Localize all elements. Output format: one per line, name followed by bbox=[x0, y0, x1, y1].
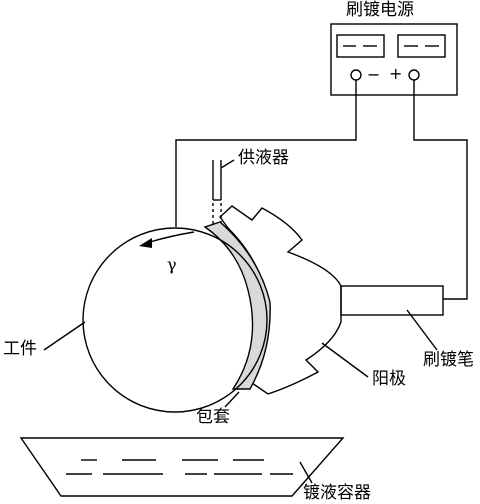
negative-wire bbox=[175, 80, 357, 227]
label-plating-container: 镀液容器 bbox=[303, 483, 371, 503]
positive-terminal bbox=[408, 69, 420, 81]
rotation-symbol: γ bbox=[167, 255, 177, 274]
label-brush-pen: 刷镀笔 bbox=[423, 350, 474, 370]
power-supply-box bbox=[330, 23, 458, 96]
label-liquid-supply: 供液器 bbox=[238, 148, 289, 168]
plating-container bbox=[19, 437, 345, 497]
label-wrap: 包套 bbox=[196, 407, 230, 427]
meter-left bbox=[336, 34, 385, 58]
minus-sign: − bbox=[367, 65, 381, 84]
positive-wire bbox=[413, 80, 468, 300]
negative-terminal bbox=[350, 69, 362, 81]
wrap bbox=[203, 221, 271, 390]
label-power-supply: 刷镀电源 bbox=[346, 0, 414, 20]
label-anode: 阳极 bbox=[372, 369, 406, 389]
rotation-arrow bbox=[149, 231, 195, 243]
brush-pen-handle bbox=[340, 285, 444, 316]
anode bbox=[219, 205, 342, 395]
meter-right bbox=[397, 34, 446, 58]
workpiece bbox=[82, 227, 268, 413]
label-workpiece: 工件 bbox=[3, 339, 37, 359]
plus-sign: + bbox=[389, 64, 403, 83]
